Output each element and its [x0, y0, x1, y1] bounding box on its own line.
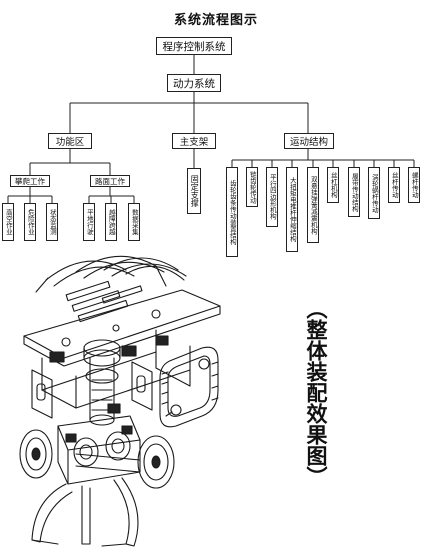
- pushrods: [66, 281, 142, 321]
- assembly-caption: （整体装配效果图）: [298, 298, 334, 498]
- gripper-housing: [58, 416, 140, 484]
- leaf-road-2: 越障跨越: [105, 203, 117, 241]
- leaf-road-3: 数据采集: [128, 203, 140, 241]
- node-program-control: 程序控制系统: [156, 37, 232, 55]
- leaf-fixed-support: 固定支撑: [187, 168, 201, 214]
- leaf-motion-5: 双悬挂弹簧减震机构: [307, 167, 319, 243]
- lower-claws: [32, 478, 138, 546]
- leaf-motion-8: 涡轮蜗杆传动: [368, 167, 380, 219]
- assembly-drawing: [6, 240, 286, 548]
- leaf-motion-4: 大扭矩电推杆伸缩结构: [286, 167, 298, 252]
- leaf-climb-1: 高空作业: [2, 203, 14, 241]
- crawler-track: [160, 347, 218, 427]
- leaf-motion-7: 履带传动结构: [348, 167, 360, 217]
- leaf-motion-3: 平行四边形机构: [266, 167, 278, 227]
- motors: [50, 336, 168, 413]
- leaf-motion-9: 丝杆传动: [388, 167, 400, 203]
- leaf-motion-6: 丝杠机构: [327, 167, 339, 203]
- node-road-work: 路面工作: [90, 175, 130, 187]
- node-main-frame: 主支架: [172, 133, 216, 149]
- rear-wheel: [20, 430, 52, 478]
- leaf-climb-3: 状态监测: [46, 203, 58, 241]
- leaf-motion-2: 链齿轮传动: [246, 167, 258, 207]
- climbing-arms: [36, 256, 186, 292]
- node-climb-work: 攀爬工作: [10, 175, 50, 187]
- node-function-area: 功能区: [48, 133, 92, 149]
- node-motion-structure: 运动结构: [284, 133, 334, 149]
- leaf-climb-2: 危险作业: [24, 203, 36, 241]
- leaf-motion-10: 螺杆传动: [408, 167, 420, 203]
- leaf-road-1: 平地行驶: [83, 203, 95, 241]
- node-power-system: 动力系统: [167, 74, 221, 92]
